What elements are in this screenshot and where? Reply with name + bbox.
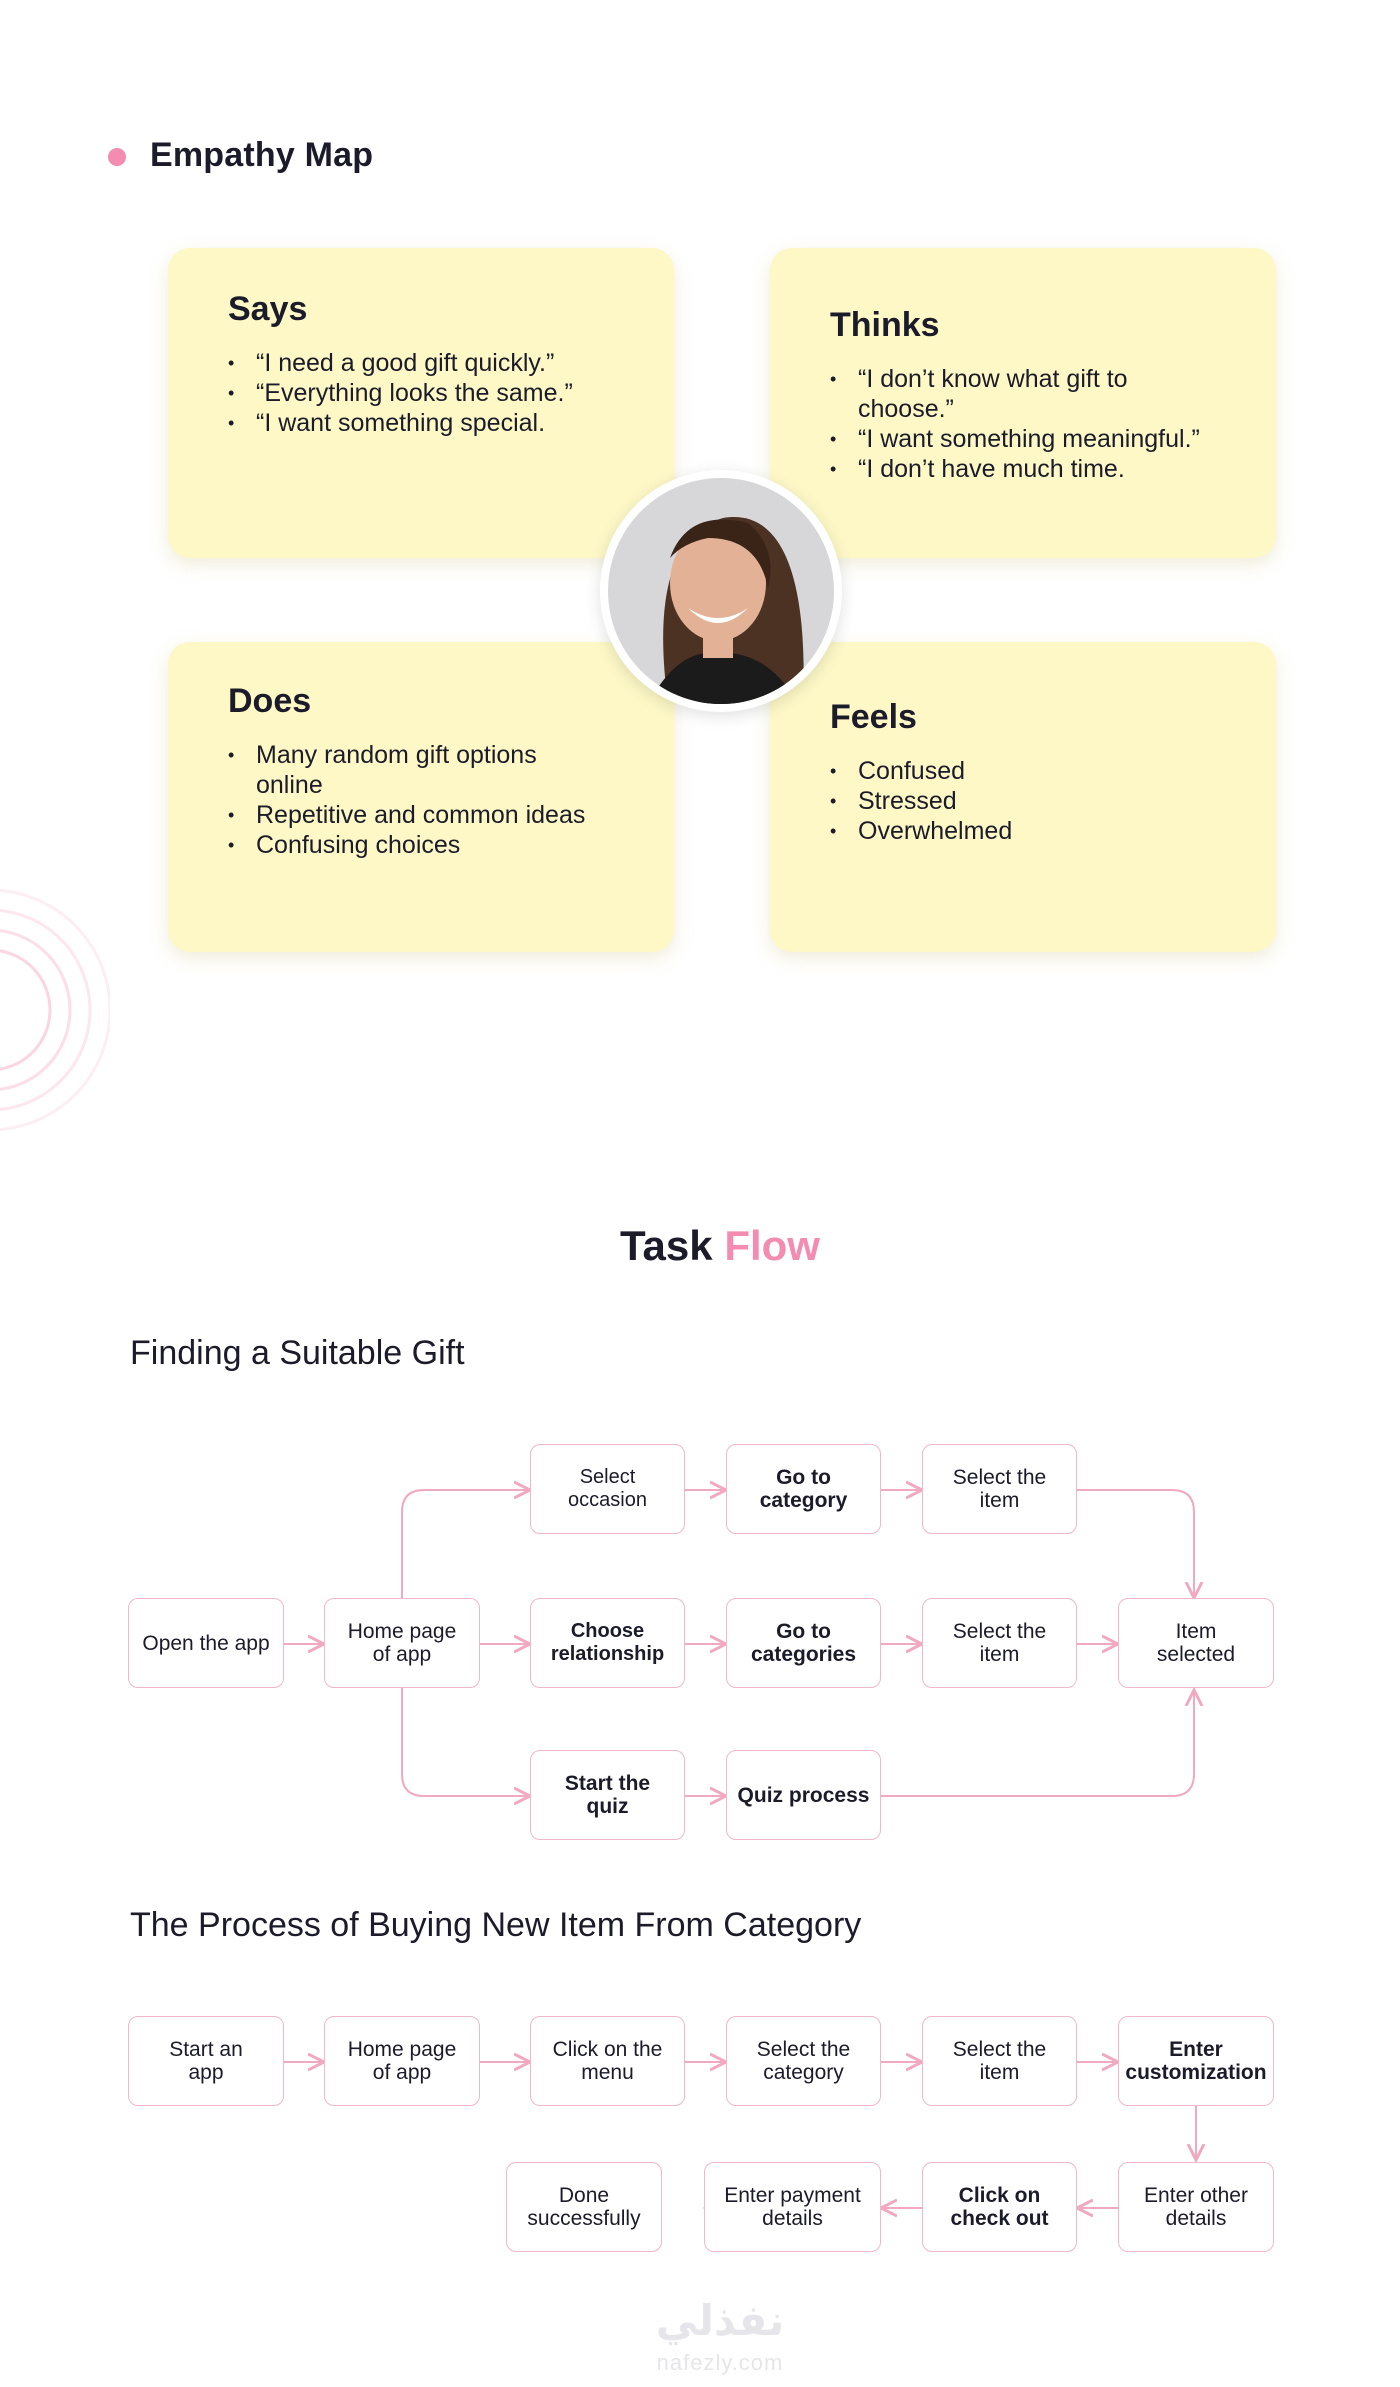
feels-heading: Feels xyxy=(830,698,917,736)
thinks-list: “I don’t know what gift to choose.” “I w… xyxy=(830,364,1200,484)
person-portrait-icon xyxy=(608,478,834,704)
flow2-node-click-menu: Click on the menu xyxy=(530,2016,685,2106)
thinks-card: Thinks “I don’t know what gift to choose… xyxy=(770,248,1276,558)
thinks-heading: Thinks xyxy=(830,306,940,344)
says-item: “I need a good gift quickly.” xyxy=(228,348,648,378)
task-flow-title-part1: Task xyxy=(620,1222,725,1269)
flow2-title: The Process of Buying New Item From Cate… xyxy=(130,1906,862,1944)
feels-list: Confused Stressed Overwhelmed xyxy=(830,756,1200,846)
flow2-node-payment-details: Enter payment details xyxy=(704,2162,881,2252)
thinks-item: “I want something meaningful.” xyxy=(830,424,1200,454)
does-card: Does Many random gift options online Rep… xyxy=(168,642,674,952)
says-item: “Everything looks the same.” xyxy=(228,378,648,408)
flow2-node-enter-other-details: Enter other details xyxy=(1118,2162,1274,2252)
thinks-item: “I don’t know what gift to choose.” xyxy=(830,364,1200,424)
thinks-item: “I don’t have much time. xyxy=(830,454,1200,484)
task-flow-title-part2: Flow xyxy=(724,1222,820,1269)
flow1-node-home-page: Home page of app xyxy=(324,1598,480,1688)
flow1-node-choose-relationship: Choose relationship xyxy=(530,1598,685,1688)
persona-photo xyxy=(608,478,834,704)
flow2-node-select-item: Select the item xyxy=(922,2016,1077,2106)
flow1-node-select-item-2: Select the item xyxy=(922,1598,1077,1688)
says-card: Says “I need a good gift quickly.” “Ever… xyxy=(168,248,674,558)
persona-avatar xyxy=(600,470,842,712)
decorative-rings xyxy=(0,888,110,1132)
flow1-node-go-categories: Go to categories xyxy=(726,1598,881,1688)
flow2-node-check-out: Click on check out xyxy=(922,2162,1077,2252)
feels-card: Feels Confused Stressed Overwhelmed xyxy=(770,642,1276,952)
says-list: “I need a good gift quickly.” “Everythin… xyxy=(228,348,648,438)
does-item: Confusing choices xyxy=(228,830,598,860)
flow1-node-item-selected: Item selected xyxy=(1118,1598,1274,1688)
flow2-node-home-page: Home page of app xyxy=(324,2016,480,2106)
says-heading: Says xyxy=(228,290,308,328)
flow1-title: Finding a Suitable Gift xyxy=(130,1334,465,1372)
watermark-url: nafezly.com xyxy=(656,2350,784,2375)
says-item: “I want something special. xyxy=(228,408,648,438)
flow2-node-enter-customization: Enter customization xyxy=(1118,2016,1274,2106)
empathy-map-title: Empathy Map xyxy=(150,136,374,174)
feels-item: Overwhelmed xyxy=(830,816,1200,846)
flow1-node-quiz-process: Quiz process xyxy=(726,1750,881,1840)
flow1-node-go-category: Go to category xyxy=(726,1444,881,1534)
watermark-logo: نفذلي xyxy=(655,2297,785,2344)
feels-item: Confused xyxy=(830,756,1200,786)
flow2-node-select-category: Select the category xyxy=(726,2016,881,2106)
flow2-node-start-app: Start an app xyxy=(128,2016,284,2106)
flow1-node-select-item-1: Select the item xyxy=(922,1444,1077,1534)
feels-item: Stressed xyxy=(830,786,1200,816)
flow2-node-done: Done successfully xyxy=(506,2162,662,2252)
section-bullet-icon xyxy=(108,148,126,166)
flow1-node-open-app: Open the app xyxy=(128,1598,284,1688)
flow1-node-select-occasion: Select occasion xyxy=(530,1444,685,1534)
flow1-node-start-quiz: Start the quiz xyxy=(530,1750,685,1840)
does-heading: Does xyxy=(228,682,312,720)
does-item: Many random gift options online xyxy=(228,740,598,800)
does-item: Repetitive and common ideas xyxy=(228,800,598,830)
task-flow-title: Task Flow xyxy=(520,1222,920,1270)
does-list: Many random gift options online Repetiti… xyxy=(228,740,598,860)
